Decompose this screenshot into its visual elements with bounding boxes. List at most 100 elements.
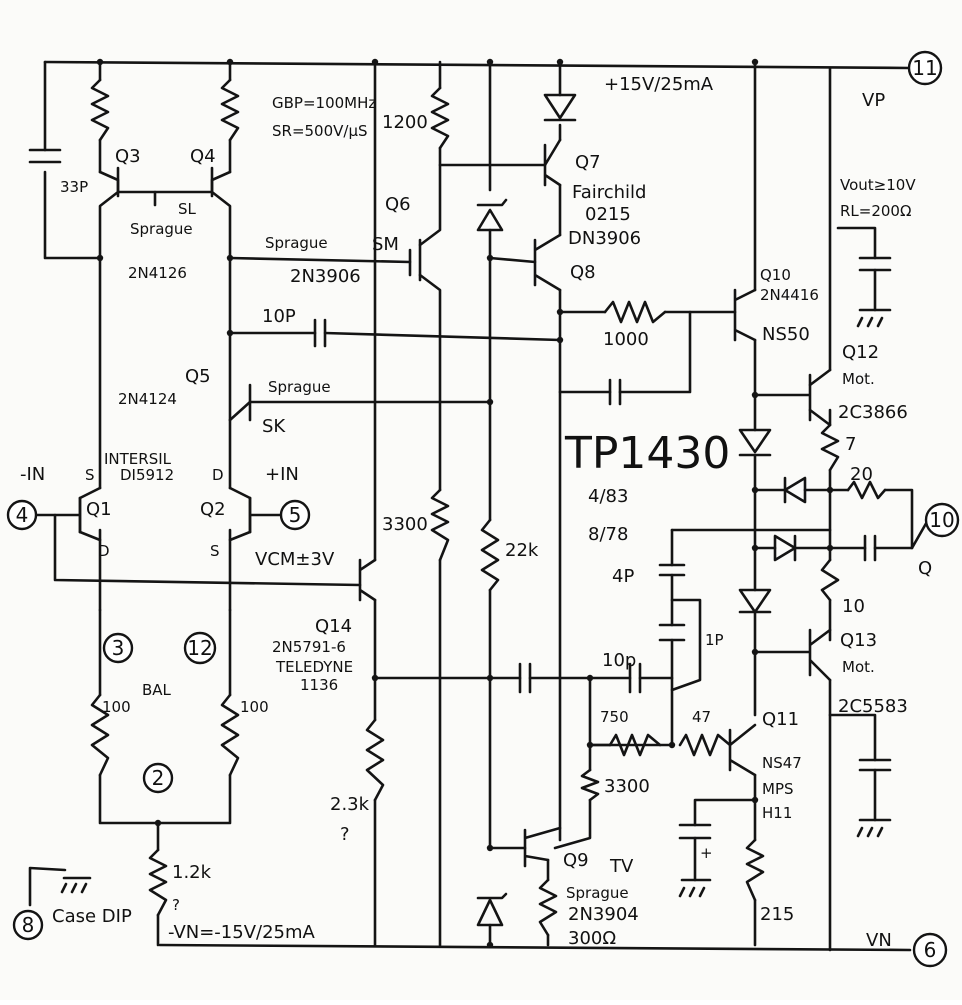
- r-3300-a: 3300: [382, 514, 428, 535]
- pin-3-label: BAL: [142, 681, 172, 699]
- diodes: [476, 93, 807, 927]
- pin-8: 8: [12, 909, 44, 941]
- pin-10-label: Q: [918, 558, 932, 579]
- q3-ref: Q3: [115, 146, 141, 167]
- pin-3: 3: [102, 632, 134, 664]
- pin-4: 4: [6, 499, 38, 531]
- pin-12: 12: [183, 631, 217, 665]
- q1-note-d: D: [98, 542, 110, 560]
- q10-note-part: 2N4416: [760, 286, 819, 304]
- q4-note-part: 2N4126: [128, 264, 187, 282]
- r-47: 47: [692, 708, 711, 726]
- q5-note-sk: SK: [262, 416, 286, 437]
- note-slew-rate: SR=500V/µS: [272, 122, 368, 140]
- q13-note-part: 2C5583: [838, 696, 908, 717]
- svg-text:3: 3: [112, 636, 125, 660]
- q4-note-maker: Sprague: [130, 220, 193, 238]
- q5-ref: Q5: [185, 366, 211, 387]
- q12-note-maker: Mot.: [842, 370, 875, 388]
- pin-11: 11: [907, 50, 943, 86]
- c-10p-b: 10p: [602, 650, 636, 671]
- svg-text:11: 11: [912, 56, 937, 80]
- part-title: TP1430: [564, 428, 730, 479]
- q6-note-maker: Sprague: [265, 234, 328, 252]
- note-supply-negative: -VN=-15V/25mA: [168, 922, 316, 943]
- note-question-2: ?: [172, 896, 180, 914]
- r-1200: 1200: [382, 112, 428, 133]
- q1-ref: Q1: [86, 499, 112, 520]
- r-2-3k: 2.3k: [330, 794, 370, 815]
- svg-text:6: 6: [924, 938, 937, 962]
- pin-6-label: VN: [866, 930, 892, 951]
- middle-stage-wires: [373, 60, 737, 947]
- pin-6: 6: [912, 932, 948, 968]
- q9-note-tv: TV: [609, 856, 634, 877]
- q7-note-maker: Fairchild: [572, 182, 646, 203]
- note-vcm: VCM±3V: [255, 549, 335, 570]
- q10-ref: Q10: [760, 266, 791, 284]
- q11-note-part: H11: [762, 804, 792, 822]
- svg-text:5: 5: [289, 503, 302, 527]
- r-22k: 22k: [505, 540, 539, 561]
- r-10: 10: [842, 596, 865, 617]
- junctions: [96, 58, 834, 949]
- fet-maker: INTERSIL: [104, 450, 172, 468]
- q12-ref: Q12: [842, 342, 879, 363]
- r-1-2k: 1.2k: [172, 862, 212, 883]
- q2-note-d: D: [212, 466, 224, 484]
- q6-ref: Q6: [385, 194, 411, 215]
- q9-note-maker: Sprague: [566, 884, 629, 902]
- ground-symbols: [28, 308, 892, 907]
- r-3300-b: 3300: [604, 776, 650, 797]
- pin-10: 10: [924, 502, 960, 538]
- input-stage-wires: [28, 60, 562, 947]
- c-1p: 1P: [705, 631, 724, 649]
- q5-note-maker: Sprague: [268, 378, 331, 396]
- date-1: 4/83: [588, 486, 628, 507]
- r-7: 7: [845, 434, 856, 455]
- c-10p-a: 10P: [262, 306, 296, 327]
- positive-rail: [43, 60, 912, 70]
- r-215: 215: [760, 904, 794, 925]
- transistor-bodies: [78, 138, 757, 868]
- q14-note-maker: TELEDYNE: [275, 658, 353, 676]
- c-33p: 33P: [60, 178, 88, 196]
- q8-ref: Q8: [570, 262, 596, 283]
- pin-5-label: +IN: [265, 464, 299, 485]
- q14-note-part: 2N5791-6: [272, 638, 346, 656]
- q11-note-maker: MPS: [762, 780, 794, 798]
- q11-ref: Q11: [762, 709, 799, 730]
- c-4p: 4P: [612, 566, 634, 587]
- polarity-plus-icon: +: [700, 844, 713, 862]
- q7-ref: Q7: [575, 152, 601, 173]
- negative-rail: [158, 943, 912, 952]
- q4-ref: Q4: [190, 146, 216, 167]
- note-gbp: GBP=100MHz: [272, 94, 376, 112]
- q13-note-maker: Mot.: [842, 658, 875, 676]
- capacitors: +: [28, 148, 892, 862]
- pin-11-label: VP: [862, 90, 885, 111]
- note-question-1: ?: [340, 824, 350, 845]
- pin-2: 2: [142, 762, 174, 794]
- svg-text:8: 8: [22, 913, 35, 937]
- note-load: RL=200Ω: [840, 202, 911, 220]
- q2-note-s: S: [210, 542, 220, 560]
- svg-text:4: 4: [16, 503, 29, 527]
- q6-note-sm: SM: [372, 234, 399, 255]
- note-supply-positive: +15V/25mA: [604, 74, 714, 95]
- date-2: 8/78: [588, 524, 628, 545]
- resistors: [90, 78, 887, 937]
- q13-ref: Q13: [840, 630, 877, 651]
- r-1000: 1000: [603, 329, 649, 350]
- q9-ref: Q9: [563, 850, 589, 871]
- q2-ref: Q2: [200, 499, 226, 520]
- q14-note-code: 1136: [300, 676, 338, 694]
- q7-note-code: 0215: [585, 204, 631, 225]
- r-20: 20: [850, 464, 873, 485]
- q11-note-code: NS47: [762, 754, 802, 772]
- output-stage-wires: [588, 60, 930, 952]
- r-750: 750: [600, 708, 629, 726]
- pin-8-label: Case DIP: [52, 906, 132, 927]
